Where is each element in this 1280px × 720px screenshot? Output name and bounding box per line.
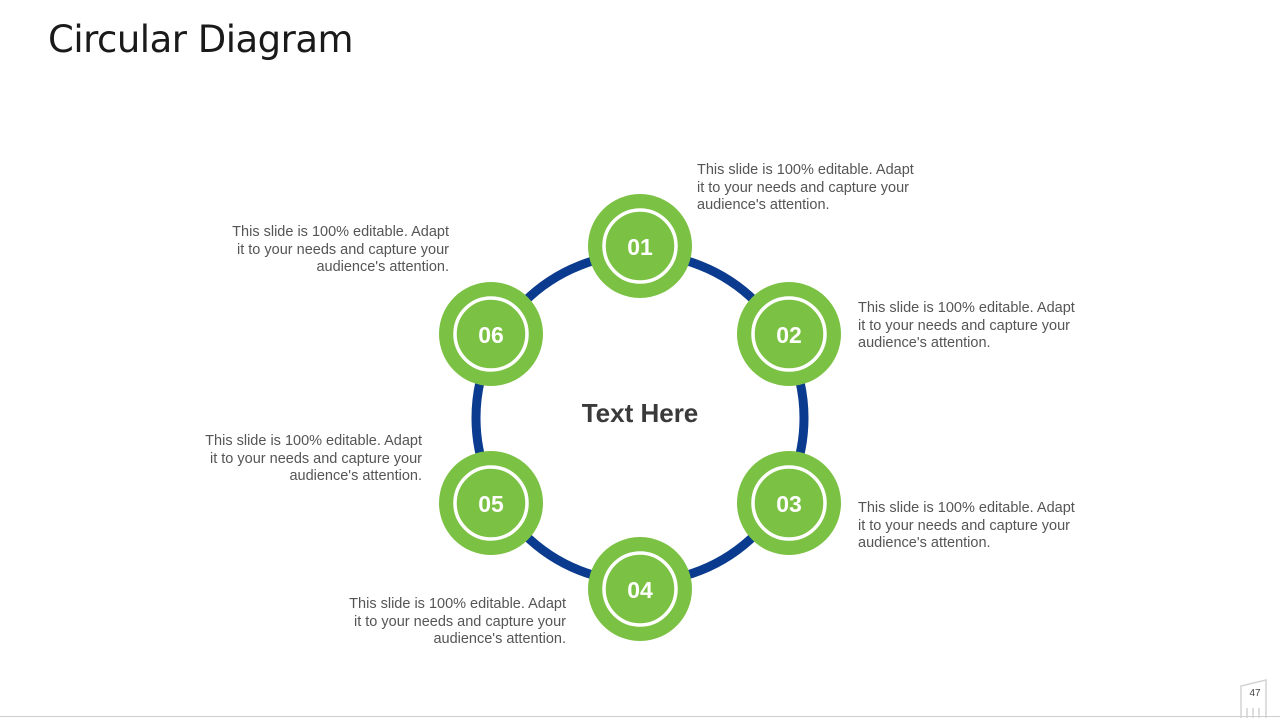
building-icon [1240, 679, 1267, 718]
node-02[interactable]: 02 [737, 282, 841, 386]
node-05-description: This slide is 100% editable. Adapt it to… [205, 433, 422, 484]
node-06[interactable]: 06 [439, 282, 543, 386]
node-01-description: This slide is 100% editable. Adapt it to… [697, 162, 914, 213]
node-06-label: 06 [478, 322, 504, 348]
node-04-label: 04 [627, 577, 653, 603]
node-06-description: This slide is 100% editable. Adapt it to… [232, 224, 449, 275]
node-04-description: This slide is 100% editable. Adapt it to… [349, 596, 566, 647]
center-label: Text Here [581, 398, 699, 428]
node-05[interactable]: 05 [439, 451, 543, 555]
node-05-inner-ring [453, 465, 529, 541]
page-number: 47 [1249, 688, 1261, 699]
node-02-label: 02 [776, 322, 802, 348]
node-03-label: 03 [776, 491, 802, 517]
node-03-description: This slide is 100% editable. Adapt it to… [858, 500, 1075, 551]
node-06-inner-ring [453, 296, 529, 372]
node-01-inner-ring [602, 208, 678, 284]
node-01-label: 01 [627, 234, 653, 260]
node-04[interactable]: 04 [588, 537, 692, 641]
node-03[interactable]: 03 [737, 451, 841, 555]
node-02-inner-ring [751, 296, 827, 372]
footer-divider [0, 716, 1280, 717]
node-01[interactable]: 01 [588, 194, 692, 298]
node-03-inner-ring [751, 465, 827, 541]
node-02-description: This slide is 100% editable. Adapt it to… [858, 300, 1075, 351]
node-04-inner-ring [602, 551, 678, 627]
slide-title: Circular Diagram [48, 18, 354, 61]
node-05-label: 05 [478, 491, 504, 517]
